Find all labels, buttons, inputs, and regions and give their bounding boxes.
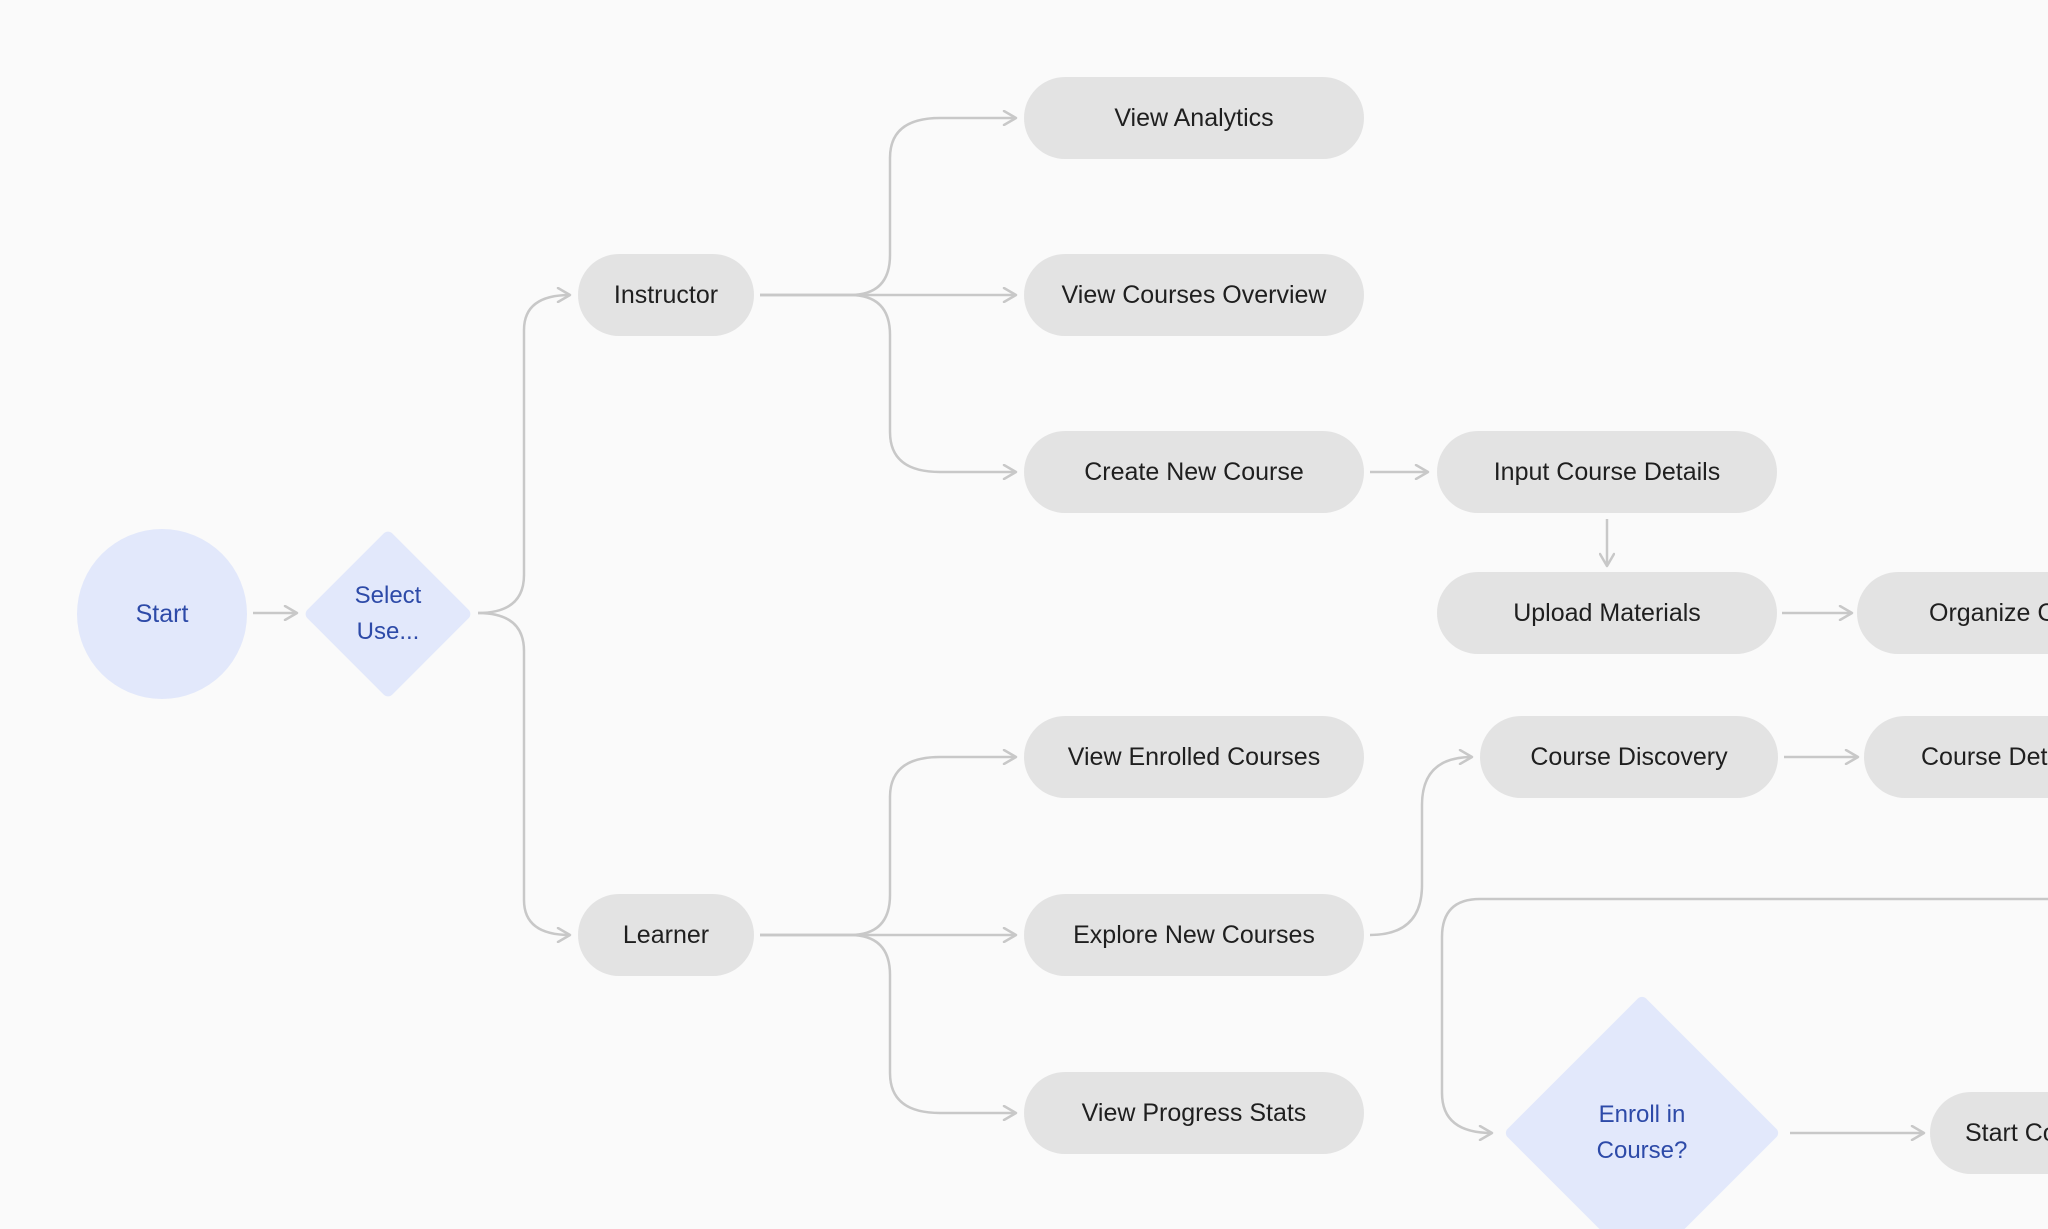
view-courses-overview-node[interactable]: View Courses Overview [1024,254,1364,336]
edge-instructor-to-view-analytics [760,118,1016,297]
edge-loop-to-enroll-decision [1440,897,2048,1133]
select-user-decision[interactable]: Select Use... [303,529,473,699]
view-analytics-node[interactable]: View Analytics [1024,77,1364,159]
learner-node[interactable]: Learner [578,894,754,976]
edge-learner-to-view-progress [760,933,1016,1113]
start-course-node[interactable]: Start Co [1930,1092,2048,1174]
enroll-decision-label: Enroll in Course? [1596,1101,1688,1164]
input-course-details-node[interactable]: Input Course Details [1437,431,1777,513]
explore-new-courses-node[interactable]: Explore New Courses [1024,894,1364,976]
course-discovery-node[interactable]: Course Discovery [1480,716,1778,798]
edge-select-user-to-instructor [477,295,570,615]
edge-select-user-to-learner [477,611,570,935]
view-enrolled-courses-node[interactable]: View Enrolled Courses [1024,716,1364,798]
start-course-node-label: Start Co [1965,1118,2048,1147]
course-details-node-label: Course Det [1921,742,2048,771]
organize-node[interactable]: Organize C [1857,572,2048,654]
course-details-node[interactable]: Course Det [1864,716,2048,798]
start-node[interactable]: Start [77,529,247,699]
enroll-decision[interactable]: Enroll in Course? [1497,994,1787,1229]
edge-instructor-to-create-new-course [760,293,1016,472]
organize-node-label: Organize C [1929,598,2048,627]
select-user-decision-label: Select Use... [354,582,422,645]
start-node-label: Start [135,599,189,628]
edge-learner-to-view-enrolled [760,757,1016,937]
upload-materials-node[interactable]: Upload Materials [1437,572,1777,654]
create-new-course-node[interactable]: Create New Course [1024,431,1364,513]
instructor-node[interactable]: Instructor [578,254,754,336]
view-progress-stats-node[interactable]: View Progress Stats [1024,1072,1364,1154]
edge-explore-to-course-discovery [1369,757,1472,937]
